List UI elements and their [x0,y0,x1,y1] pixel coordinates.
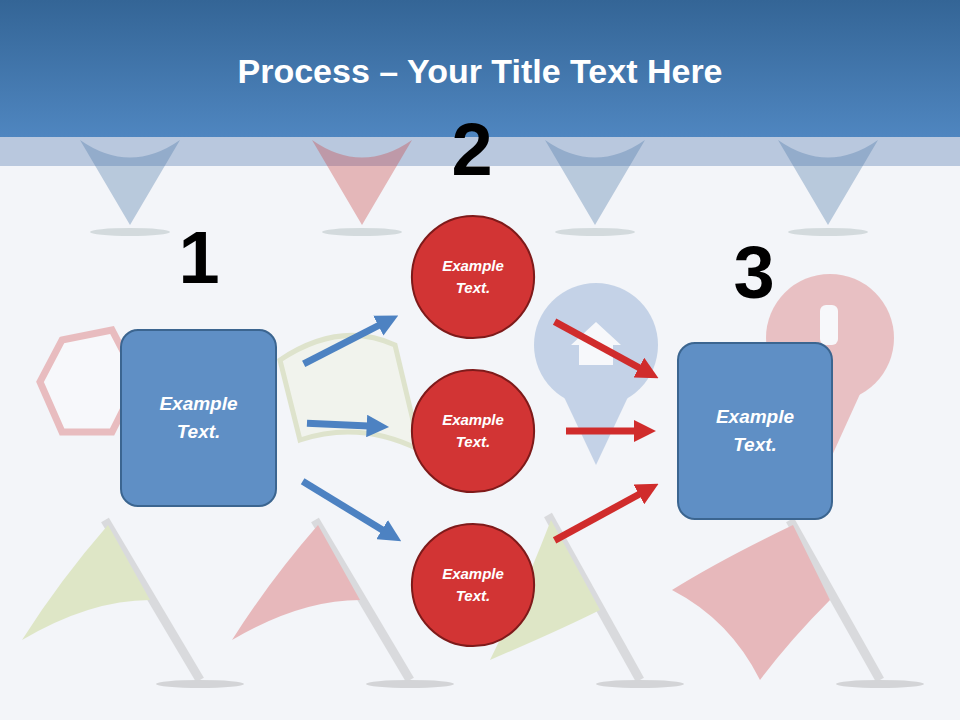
flow-arrow [303,481,394,536]
node-text: Example Text. [431,255,515,300]
circle-outline [410,214,536,340]
flow-arrow [307,423,380,426]
node-text: Example Text. [147,390,251,447]
process-box: Example Text. [677,342,833,520]
node-text: Example Text. [431,409,515,454]
step-number: 1 [178,221,219,295]
flow-arrow [555,488,651,540]
flow-arrow [566,428,647,435]
node-text: Example Text. [703,403,807,460]
slide-title: Process – Your Title Text Here [0,52,960,91]
circle-outline [410,368,536,494]
step-number: 3 [733,236,774,310]
process-circle: Example Text. [410,214,536,340]
circle-outline [410,522,536,648]
flow-arrow [555,322,651,374]
process-circle: Example Text. [410,522,536,648]
flow-arrow [304,319,391,363]
process-circle: Example Text. [410,368,536,494]
step-number: 2 [451,113,492,187]
process-box: Example Text. [120,329,277,507]
node-text: Example Text. [431,563,515,608]
